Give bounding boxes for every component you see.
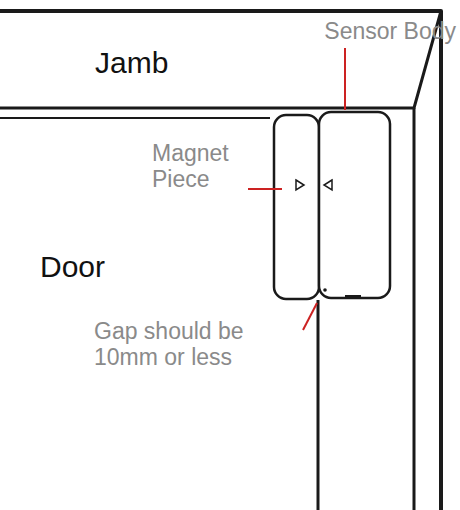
- magnet-piece: [274, 115, 319, 299]
- magnet-housing: [274, 115, 319, 299]
- leader-line: [303, 303, 317, 330]
- alignment-mark: [296, 180, 304, 190]
- leader-line: [248, 188, 282, 190]
- sensor-body: [319, 112, 390, 299]
- leader-lines: [248, 48, 345, 330]
- door-top-edge: [0, 117, 270, 119]
- door-edge: [317, 300, 320, 510]
- callout-label: Sensor Body: [324, 18, 456, 44]
- leader-line: [344, 48, 346, 110]
- door-frame: [0, 11, 441, 510]
- callout-label: Gap should be 10mm or less: [94, 318, 304, 371]
- frame-outer-edge: [0, 11, 441, 510]
- part-name: Jamb: [95, 46, 168, 81]
- sensor-housing: [319, 112, 390, 298]
- part-name: Door: [40, 250, 105, 285]
- led-dot: [323, 288, 327, 292]
- callout-label: Magnet Piece: [152, 140, 244, 193]
- jamb-side-edge: [413, 108, 416, 510]
- battery-slot: [345, 295, 361, 299]
- alignment-mark: [324, 180, 332, 190]
